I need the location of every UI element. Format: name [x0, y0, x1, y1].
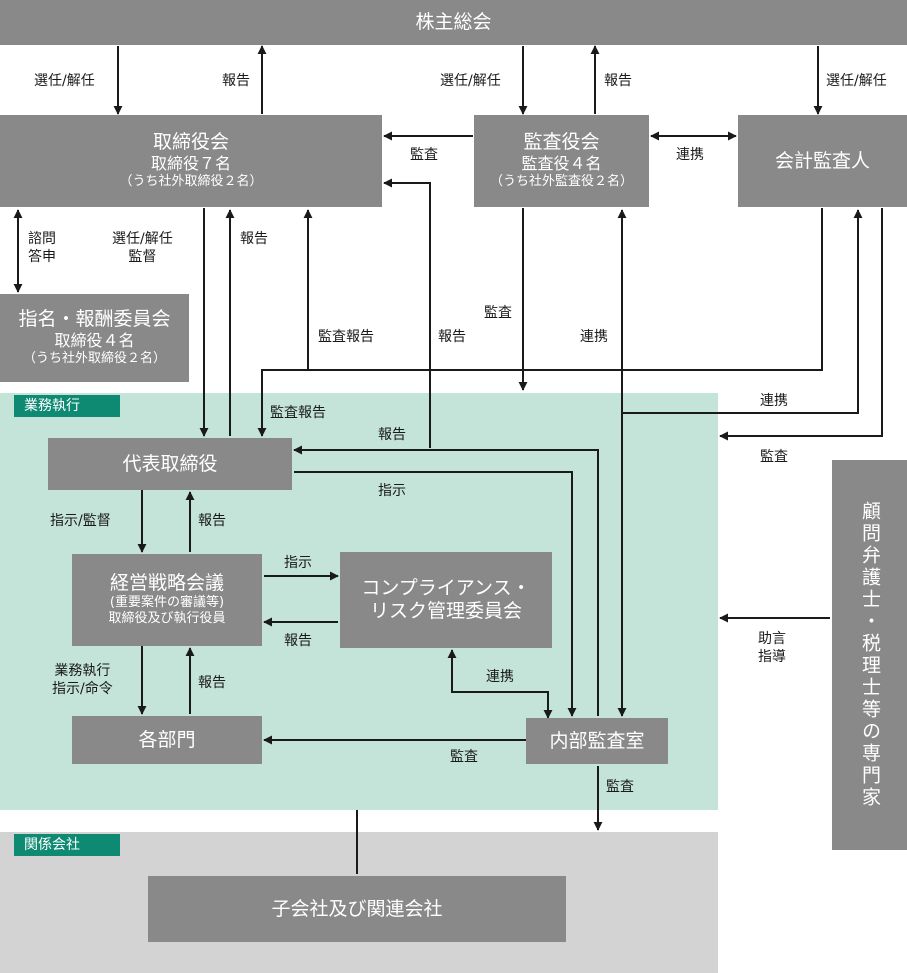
nomination-committee-box: 指名・報酬委員会 取締役４名 （うち社外取締役２名） — [0, 294, 189, 382]
execution-zone-label: 業務執行 — [14, 395, 120, 417]
departments-box: 各部門 — [72, 716, 262, 764]
label-audit-affiliates: 監査 — [606, 779, 634, 795]
advisors-box: 顧問弁護士・税理士等の専門家 — [832, 460, 907, 850]
label-cooperation-accounting: 連携 — [760, 393, 788, 409]
audit-board-members: 監査役４名 — [521, 153, 602, 173]
management-council-box: 経営戦略会議 (重要案件の審議等) 取締役及び執行役員 — [72, 554, 262, 646]
label-instruct-internal: 指示 — [378, 483, 406, 499]
board-of-directors-box: 取締役会 取締役７名 （うち社外取締役２名） — [0, 115, 382, 207]
nomination-committee-outside: （うち社外取締役２名） — [22, 350, 166, 366]
label-advice: 助言 指導 — [758, 630, 786, 666]
board-title: 取締役会 — [152, 131, 229, 154]
label-report-board: 報告 — [222, 73, 250, 89]
label-instruct-compliance: 指示 — [284, 555, 312, 571]
label-audit-execution: 監査 — [484, 305, 512, 321]
label-audit-departments: 監査 — [450, 749, 478, 765]
label-consult-1: 諮問 — [28, 231, 56, 247]
label-audit-report-board: 監査報告 — [318, 329, 374, 345]
shareholders-meeting-title: 株主総会 — [415, 11, 492, 34]
arrow-report-internal-board — [383, 178, 431, 448]
audit-board-outside: （うち社外監査役２名） — [489, 173, 633, 189]
audit-board-title: 監査役会 — [523, 131, 600, 154]
arrow-audit-report-representative — [257, 208, 823, 437]
label-advice-1: 助言 — [758, 631, 786, 647]
accounting-auditor-box: 会計監査人 — [738, 115, 907, 207]
compliance-committee-box: コンプライアンス・ リスク管理委員会 — [340, 552, 552, 648]
representative-director-box: 代表取締役 — [48, 438, 292, 490]
subsidiaries-title: 子会社及び関連会社 — [271, 897, 443, 920]
affiliates-zone-label: 関係会社 — [14, 834, 120, 856]
representative-director-title: 代表取締役 — [122, 452, 218, 475]
label-advice-2: 指導 — [758, 649, 786, 665]
internal-audit-box: 内部監査室 — [526, 718, 668, 764]
label-cooperation-compliance: 連携 — [486, 669, 514, 685]
advisors-title: 顧問弁護士・税理士等の専門家 — [859, 501, 881, 809]
label-cooperation-internal: 連携 — [580, 329, 608, 345]
label-report-internal-board: 報告 — [438, 329, 466, 345]
arrow-accounting-audit-execution — [719, 208, 883, 441]
board-outside: （うち社外取締役２名） — [119, 173, 263, 189]
subsidiaries-box: 子会社及び関連会社 — [148, 876, 566, 942]
management-council-purpose: (重要案件の審議等) — [109, 594, 225, 610]
nomination-committee-members: 取締役４名 — [54, 330, 135, 350]
audit-board-box: 監査役会 監査役４名 （うち社外監査役２名） — [474, 115, 649, 207]
nomination-committee-title: 指名・報酬委員会 — [18, 308, 171, 331]
management-council-title: 経営戦略会議 — [109, 571, 224, 594]
label-report-representative-board: 報告 — [240, 231, 268, 247]
internal-audit-title: 内部監査室 — [549, 729, 645, 752]
label-consult-2: 答申 — [28, 249, 56, 265]
label-instruct-council: 指示/監督 — [50, 513, 111, 529]
label-report-audit: 報告 — [604, 73, 632, 89]
label-appoint-audit: 選任/解任 — [440, 73, 501, 89]
label-appoint-board: 選任/解任 — [34, 73, 95, 89]
departments-title: 各部門 — [138, 728, 196, 751]
label-audit-report-representative: 監査報告 — [270, 405, 326, 421]
label-report-departments: 報告 — [198, 675, 226, 691]
label-report-compliance: 報告 — [284, 633, 312, 649]
arrow-report-internal-representative — [293, 445, 599, 716]
label-accounting-audit-execution: 監査 — [760, 449, 788, 465]
management-council-members: 取締役及び執行役員 — [108, 611, 226, 627]
label-report-internal-representative: 報告 — [378, 427, 406, 443]
board-members: 取締役７名 — [150, 153, 231, 173]
label-appoint-accounting: 選任/解任 — [826, 73, 887, 89]
label-report-council: 報告 — [198, 513, 226, 529]
label-audit-board: 監査 — [410, 147, 438, 163]
arrow-cooperation-accounting-auditor — [622, 209, 863, 414]
label-appoint-supervise-1: 選任/解任 — [112, 231, 173, 247]
shareholders-meeting-box: 株主総会 — [0, 0, 907, 45]
label-appoint-supervise-2: 監督 — [128, 249, 157, 265]
arrow-instruct-internal-audit — [294, 471, 577, 717]
label-appoint-supervise: 選任/解任 監督 — [112, 230, 173, 266]
compliance-committee-line2: リスク管理委員会 — [369, 600, 522, 622]
accounting-auditor-title: 会計監査人 — [774, 149, 870, 172]
label-command-departments-1: 業務執行 — [54, 663, 111, 679]
label-cooperation-auditors: 連携 — [676, 147, 704, 163]
label-command-departments: 業務執行 指示/命令 — [52, 662, 113, 698]
arrow-cooperation-compliance — [447, 649, 553, 719]
label-consult: 諮問 答申 — [28, 230, 56, 266]
compliance-committee-line1: コンプライアンス・ — [361, 577, 531, 600]
label-command-departments-2: 指示/命令 — [52, 681, 113, 697]
